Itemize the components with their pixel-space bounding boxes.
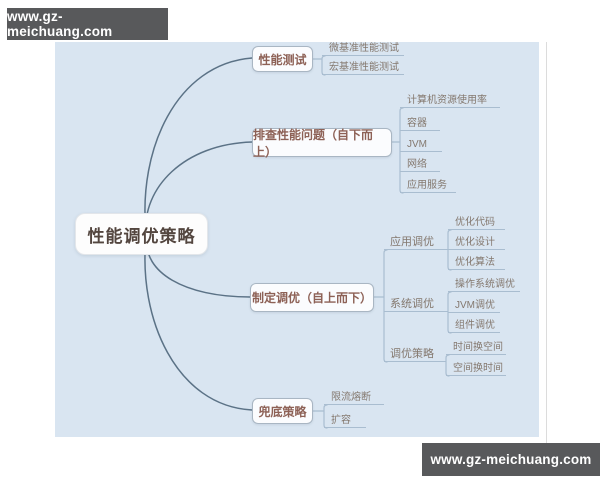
leaf-rate-limit-circuit-break[interactable]: 限流熔断 xyxy=(324,391,384,405)
leaf-macro-benchmark[interactable]: 宏基准性能测试 xyxy=(322,61,404,75)
leaf-app-service[interactable]: 应用服务 xyxy=(400,179,456,193)
leaf-container[interactable]: 容器 xyxy=(400,117,440,131)
branch-make-tuning-top-down[interactable]: 制定调优（自上而下） xyxy=(250,283,374,312)
mid-app-tuning[interactable]: 应用调优 xyxy=(384,235,448,250)
leaf-scale-out[interactable]: 扩容 xyxy=(324,414,366,428)
leaf-optimize-design[interactable]: 优化设计 xyxy=(448,236,505,250)
root-topic[interactable]: 性能调优策略 xyxy=(75,213,208,255)
leaf-jvm[interactable]: JVM xyxy=(400,138,442,152)
watermark-bottom: www.gz-meichuang.com xyxy=(422,443,600,476)
leaf-micro-benchmark[interactable]: 微基准性能测试 xyxy=(322,42,404,56)
leaf-network[interactable]: 网络 xyxy=(400,158,440,172)
watermark-top: www.gz-meichuang.com xyxy=(7,8,168,40)
canvas-edge-line xyxy=(546,42,547,450)
branch-fallback-strategy[interactable]: 兜底策略 xyxy=(252,398,313,424)
leaf-optimize-algorithm[interactable]: 优化算法 xyxy=(448,256,505,270)
branch-performance-test[interactable]: 性能测试 xyxy=(252,46,313,72)
leaf-space-for-time[interactable]: 空间换时间 xyxy=(446,362,506,376)
leaf-os-tuning[interactable]: 操作系统调优 xyxy=(448,278,520,292)
leaf-computer-resource-usage[interactable]: 计算机资源使用率 xyxy=(400,94,500,108)
leaf-optimize-code[interactable]: 优化代码 xyxy=(448,216,505,230)
mid-tuning-strategy[interactable]: 调优策略 xyxy=(384,347,446,362)
leaf-jvm-tuning[interactable]: JVM调优 xyxy=(448,299,500,313)
leaf-component-tuning[interactable]: 组件调优 xyxy=(448,319,500,333)
branch-troubleshoot-bottom-up[interactable]: 排查性能问题（自下而上） xyxy=(252,128,392,159)
leaf-time-for-space[interactable]: 时间换空间 xyxy=(446,341,506,355)
mid-system-tuning[interactable]: 系统调优 xyxy=(384,297,448,312)
